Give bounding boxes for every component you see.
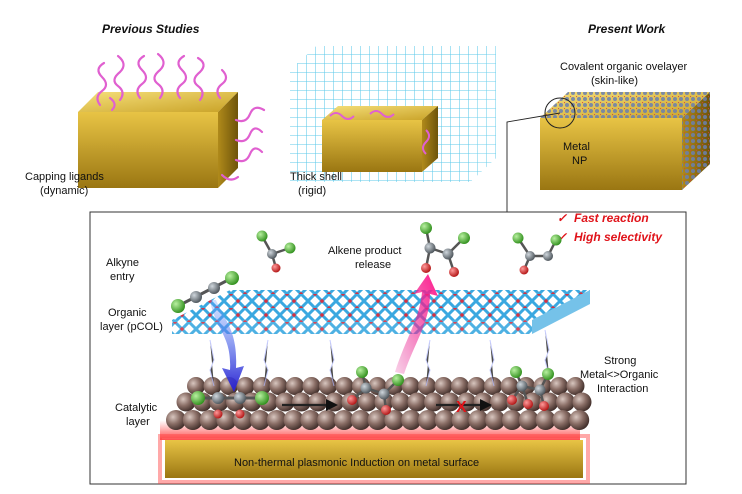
metal-atom <box>434 410 455 430</box>
alkene-release-sub-label: release <box>355 259 391 271</box>
metal-atom <box>424 392 443 412</box>
metal-atom <box>556 392 575 412</box>
metal-atom <box>451 377 469 395</box>
molecules <box>171 222 562 419</box>
metal-atom <box>367 410 388 430</box>
metal-atom <box>572 392 592 412</box>
metal-atom <box>500 377 519 395</box>
interaction-sparks <box>209 329 550 387</box>
metal-atom <box>292 392 311 412</box>
metal-np-label: Metal <box>563 141 590 153</box>
surface-reaction-arrows <box>282 399 492 411</box>
adsorbed-alkyne <box>191 391 269 419</box>
organic-layer-label: Organic <box>108 307 147 319</box>
metal-atom <box>335 377 354 395</box>
metal-atom <box>275 392 295 412</box>
metal-atom <box>358 392 377 412</box>
thick-shell-sub-label: (rigid) <box>298 185 326 197</box>
metal-atom <box>176 392 196 412</box>
metal-atom <box>266 410 287 430</box>
metal-atom <box>269 377 288 395</box>
metal-atom <box>401 377 420 395</box>
metal-atom <box>467 377 486 395</box>
np-present-work <box>540 92 710 190</box>
zoom-connector <box>506 112 561 212</box>
np-capping-ligands <box>78 52 266 188</box>
metal-np-sub-label: NP <box>572 155 587 167</box>
metal-atom <box>418 410 438 430</box>
alkene-molecule-release <box>420 222 470 277</box>
strong-interaction-mid-label: Metal<>Organic <box>580 369 659 381</box>
thick-shell-label: Thick shell <box>290 171 342 183</box>
alkyne-entry-arrow <box>210 300 244 392</box>
metal-atom <box>484 377 502 395</box>
np-thick-shell <box>290 46 496 182</box>
metal-atom <box>535 410 556 430</box>
check-icon: ✓ <box>557 211 568 225</box>
metal-atom <box>552 410 573 430</box>
organic-layer-sub-label: layer (pCOL) <box>100 321 163 333</box>
strong-interaction-label: Strong <box>604 355 636 367</box>
metal-atom <box>518 410 539 430</box>
metal-atom <box>457 392 476 412</box>
metal-atom <box>283 410 304 430</box>
alkyne-entry-label: Alkyne <box>106 257 139 269</box>
metal-slab <box>165 440 583 478</box>
catalytic-layer-label: Catalytic <box>115 402 158 414</box>
catalytic-layer-sub-label: layer <box>126 416 150 428</box>
strong-interaction-sub-label: Interaction <box>597 383 648 395</box>
metal-atom <box>300 410 321 430</box>
organic-lattice-layer <box>172 290 590 334</box>
metal-atom <box>308 392 328 412</box>
metal-atom <box>440 392 460 412</box>
metal-atom <box>502 410 522 430</box>
metal-atom <box>317 410 338 430</box>
alkene-molecule-1 <box>256 230 296 273</box>
capping-ligands-label: Capping ligands <box>25 171 104 183</box>
alkyne-entry-sub-label: entry <box>110 271 135 283</box>
metal-atom <box>418 377 436 395</box>
metal-atom <box>468 410 489 430</box>
metal-atom <box>490 392 509 412</box>
metal-atom <box>319 377 337 395</box>
alkene-release-arrow <box>395 274 438 374</box>
metal-atom <box>182 410 203 430</box>
surface-intermediate <box>347 366 404 415</box>
metal-atom <box>451 410 472 430</box>
metal-atom <box>236 377 255 395</box>
metal-atom <box>550 377 568 395</box>
check-icon: ✓ <box>557 230 568 244</box>
skin-like-label: (skin-like) <box>591 75 638 87</box>
alkene-molecule-2 <box>512 232 562 275</box>
metal-atom <box>253 377 271 395</box>
covalent-overlayer-label: Covalent organic ovelayer <box>560 61 688 73</box>
metal-atom <box>434 377 453 395</box>
metal-atom <box>334 410 354 430</box>
metal-atom <box>350 410 371 430</box>
metal-atom <box>485 410 506 430</box>
present-work-header: Present Work <box>588 22 666 36</box>
metal-atom <box>166 410 186 430</box>
metal-atom <box>250 410 270 430</box>
metal-atom <box>569 410 590 430</box>
capping-ligands-sub-label: (dynamic) <box>40 185 88 197</box>
metal-atom <box>203 377 222 395</box>
metal-atom <box>566 377 585 395</box>
metal-atom <box>407 392 427 412</box>
surface-overreduced <box>507 366 554 411</box>
metal-atom <box>302 377 321 395</box>
blocked-reaction-cross: X <box>456 399 467 416</box>
metal-atom <box>384 410 405 430</box>
previous-studies-header: Previous Studies <box>102 22 200 36</box>
metal-atom <box>187 377 205 395</box>
plasmonic-induction-label: Non-thermal plasmonic Induction on metal… <box>234 457 479 469</box>
metal-atom <box>401 410 422 430</box>
alkyne-molecule <box>171 271 239 313</box>
metal-atom <box>286 377 304 395</box>
metal-atom <box>391 392 410 412</box>
fast-reaction-label: Fast reaction <box>574 211 649 225</box>
high-selectivity-label: High selectivity <box>574 230 663 244</box>
alkene-release-label: Alkene product <box>328 245 401 257</box>
